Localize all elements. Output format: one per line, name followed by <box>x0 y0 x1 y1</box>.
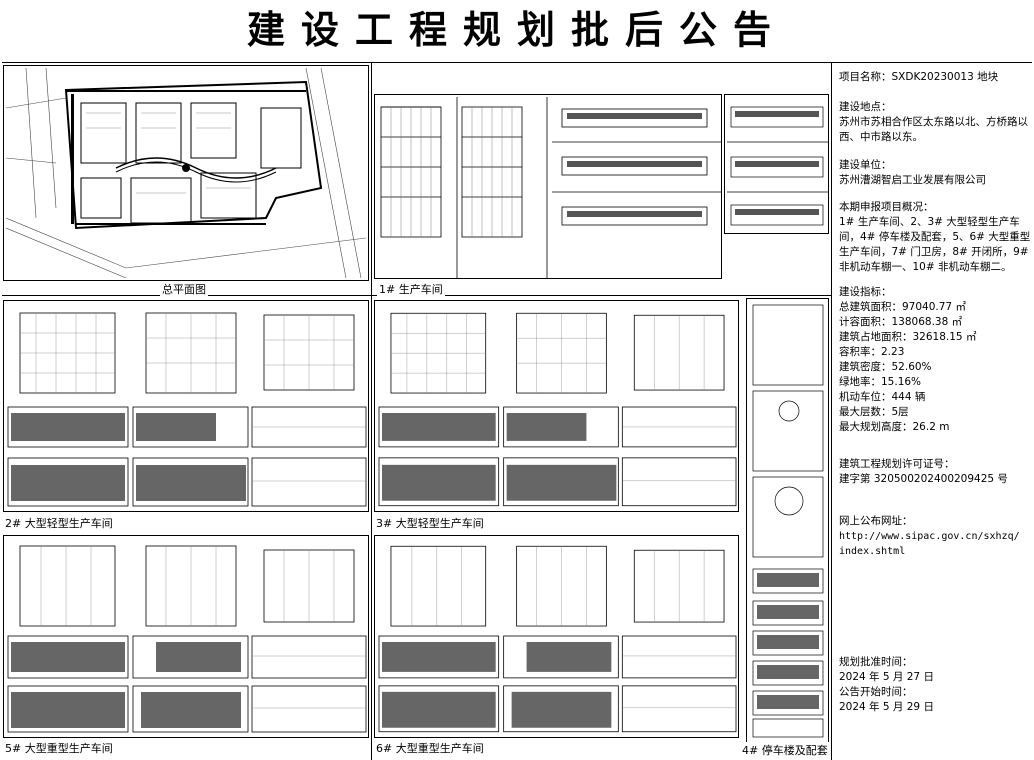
frame-divider-info <box>831 62 832 760</box>
indicator-far-area: 计容面积：138068.38 ㎡ <box>839 316 963 328</box>
building-1-elevations <box>724 94 829 234</box>
overview-label: 本期申报项目概况： <box>839 201 934 213</box>
building-2-svg <box>7 312 367 507</box>
building-5-drawing <box>3 535 369 738</box>
site-plan-caption: 总平面图 <box>160 281 208 297</box>
site-plan-drawing <box>3 65 369 281</box>
building-3-svg <box>378 312 737 507</box>
building-1-elev-svg <box>727 106 828 226</box>
building-1-drawing <box>374 94 722 279</box>
building-4-caption: 4# 停车楼及配套 <box>740 742 830 758</box>
building-1-caption: 1# 生产车间 <box>377 281 445 297</box>
building-2-drawing <box>3 300 369 512</box>
url-label: 网上公布网址： <box>839 515 913 527</box>
indicator-density: 建筑密度：52.60% <box>839 361 932 373</box>
url-line-1[interactable]: http://www.sipac.gov.cn/sxhzq/ <box>839 531 1020 542</box>
building-6-svg <box>378 545 737 733</box>
notice-date: 2024 年 5 月 29 日 <box>839 701 934 713</box>
notice-title: 建设工程规划批后公告 <box>246 7 787 52</box>
overview-text: 1# 生产车间、2、3# 大型轻型生产车间，4# 停车楼及配套，5、6# 大型重… <box>839 216 1031 273</box>
url-line-2[interactable]: index.shtml <box>839 546 906 557</box>
frame-divider-left <box>371 62 372 760</box>
permit-label: 建筑工程规划许可证号： <box>839 458 955 470</box>
info-panel: 项目名称：SXDK20230013 地块 建设地点： 苏州市苏相合作区太东路以北… <box>835 66 1033 756</box>
location-label: 建设地点： <box>839 101 892 113</box>
builder-text: 苏州漕湖智启工业发展有限公司 <box>839 174 986 186</box>
frame-top <box>2 62 1032 63</box>
building-1-svg <box>380 97 721 278</box>
notice-label: 公告开始时间： <box>839 686 913 698</box>
indicator-height: 最大规划高度：26.2 m <box>839 421 950 433</box>
building-3-drawing <box>374 300 739 512</box>
building-5-svg <box>7 545 367 733</box>
builder-label: 建设单位： <box>839 159 892 171</box>
site-plan-svg <box>6 68 366 278</box>
approval-label: 规划批准时间： <box>839 656 913 668</box>
indicator-green: 绿地率：15.16% <box>839 376 922 388</box>
building-5-caption: 5# 大型重型生产车间 <box>3 740 115 756</box>
building-2-caption: 2# 大型轻型生产车间 <box>3 515 115 531</box>
building-6-caption: 6# 大型重型生产车间 <box>374 740 486 756</box>
indicator-total-area: 总建筑面积：97040.77 ㎡ <box>839 301 966 313</box>
indicator-footprint: 建筑占地面积：32618.15 ㎡ <box>839 331 977 343</box>
indicator-far: 容积率：2.23 <box>839 346 905 358</box>
building-3-caption: 3# 大型轻型生产车间 <box>374 515 486 531</box>
location-text: 苏州市苏相合作区太东路以北、方桥路以西、中市路以东。 <box>839 116 1028 143</box>
building-4-drawing <box>746 298 829 743</box>
indicators-label: 建设指标： <box>839 286 892 298</box>
building-4-svg <box>752 304 824 738</box>
indicator-parking: 机动车位：444 辆 <box>839 391 926 403</box>
indicator-floors: 最大层数：5层 <box>839 406 909 418</box>
building-6-drawing <box>374 535 739 738</box>
project-name: 项目名称：SXDK20230013 地块 <box>839 71 999 83</box>
indicators-list: 总建筑面积：97040.77 ㎡ 计容面积：138068.38 ㎡ 建筑占地面积… <box>839 300 1031 435</box>
approval-date: 2024 年 5 月 27 日 <box>839 671 934 683</box>
permit-number: 建字第 320500202400209425 号 <box>839 473 1008 485</box>
